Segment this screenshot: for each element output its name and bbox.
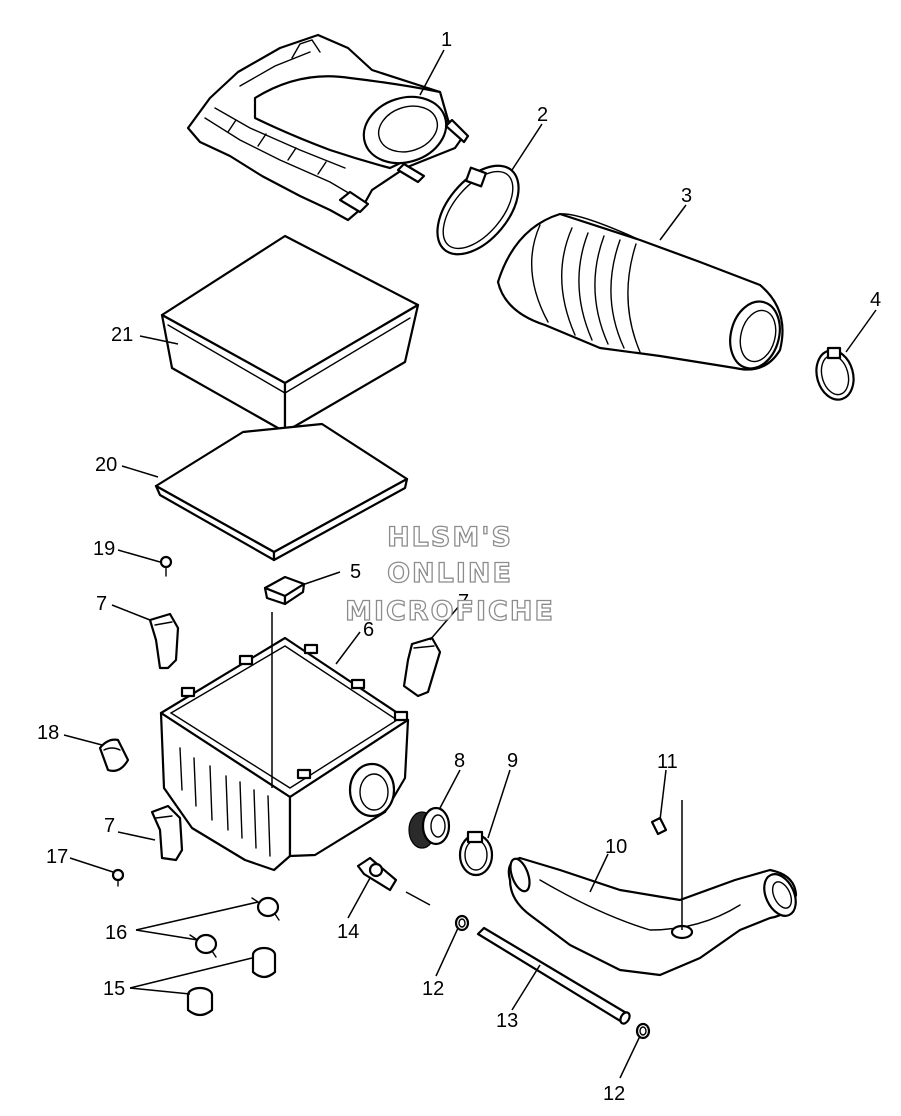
part-4-clamp: [815, 346, 855, 401]
leader-lines: [63, 49, 877, 1079]
callout-13: 13: [496, 1010, 518, 1032]
callout-1: 1: [441, 29, 452, 51]
part-15-cap-bottom: [186, 986, 214, 1017]
callout-14: 14: [337, 921, 359, 943]
part-14-fitting: [356, 856, 398, 892]
part-7-latch-left-bottom: [150, 804, 184, 862]
watermark: HLSM'S ONLINE MICROFICHE: [344, 521, 555, 627]
part-21-air-filter: [160, 234, 420, 434]
callout-21: 21: [111, 324, 133, 346]
part-7-latch-left-top: [148, 612, 180, 670]
callout-12a: 12: [422, 978, 444, 1000]
part-13-hose: [476, 926, 631, 1025]
callout-7a: 7: [96, 593, 107, 615]
part-18-clip: [98, 738, 130, 772]
part-5-block: [263, 575, 306, 606]
callout-7c: 7: [104, 815, 115, 837]
part-16-clamp-bottom: [189, 933, 218, 958]
part-17-screw: [111, 868, 125, 887]
callout-18: 18: [37, 722, 59, 744]
callout-11: 11: [657, 751, 678, 773]
watermark-line-2: ONLINE: [387, 558, 513, 589]
part-1-airbox-cover: [186, 33, 470, 222]
part-15-cap-top: [251, 946, 277, 979]
callout-2: 2: [537, 104, 548, 126]
part-7-latch-right: [402, 636, 442, 698]
part-3-intake-boot: [496, 212, 784, 371]
callout-12b: 12: [603, 1083, 625, 1105]
part-11-fastener: [650, 816, 668, 836]
callout-5: 5: [350, 561, 361, 583]
callout-19: 19: [93, 538, 115, 560]
part-6-airbox: [159, 636, 410, 872]
callout-10: 10: [605, 836, 627, 858]
callout-6: 6: [363, 619, 374, 641]
part-19-screw: [159, 555, 173, 577]
watermark-line-1: HLSM'S: [387, 522, 513, 553]
callout-4: 4: [870, 289, 881, 311]
part-9-clamp: [458, 830, 494, 877]
callout-20: 20: [95, 454, 117, 476]
callout-8: 8: [454, 750, 465, 772]
part-16-clamp-top: [251, 896, 280, 921]
callout-15: 15: [103, 978, 125, 1000]
callout-3: 3: [681, 185, 692, 207]
callout-16: 16: [105, 922, 127, 944]
callout-17: 17: [46, 846, 68, 868]
callout-numbers: 1 2 3 4 5 6 7 7 7 8 9 10 11 12 12 13 14 …: [37, 29, 881, 1105]
callout-7b: 7: [458, 591, 469, 613]
part-12-clamp-top: [454, 914, 470, 932]
part-8-grommet: [408, 806, 451, 849]
callout-9: 9: [507, 750, 518, 772]
part-20-prefilter-pad: [154, 422, 409, 562]
part-2-clamp: [436, 164, 520, 256]
part-12-clamp-bottom: [635, 1022, 651, 1040]
watermark-line-3: MICROFICHE: [345, 596, 555, 627]
part-10-duct: [507, 856, 798, 977]
